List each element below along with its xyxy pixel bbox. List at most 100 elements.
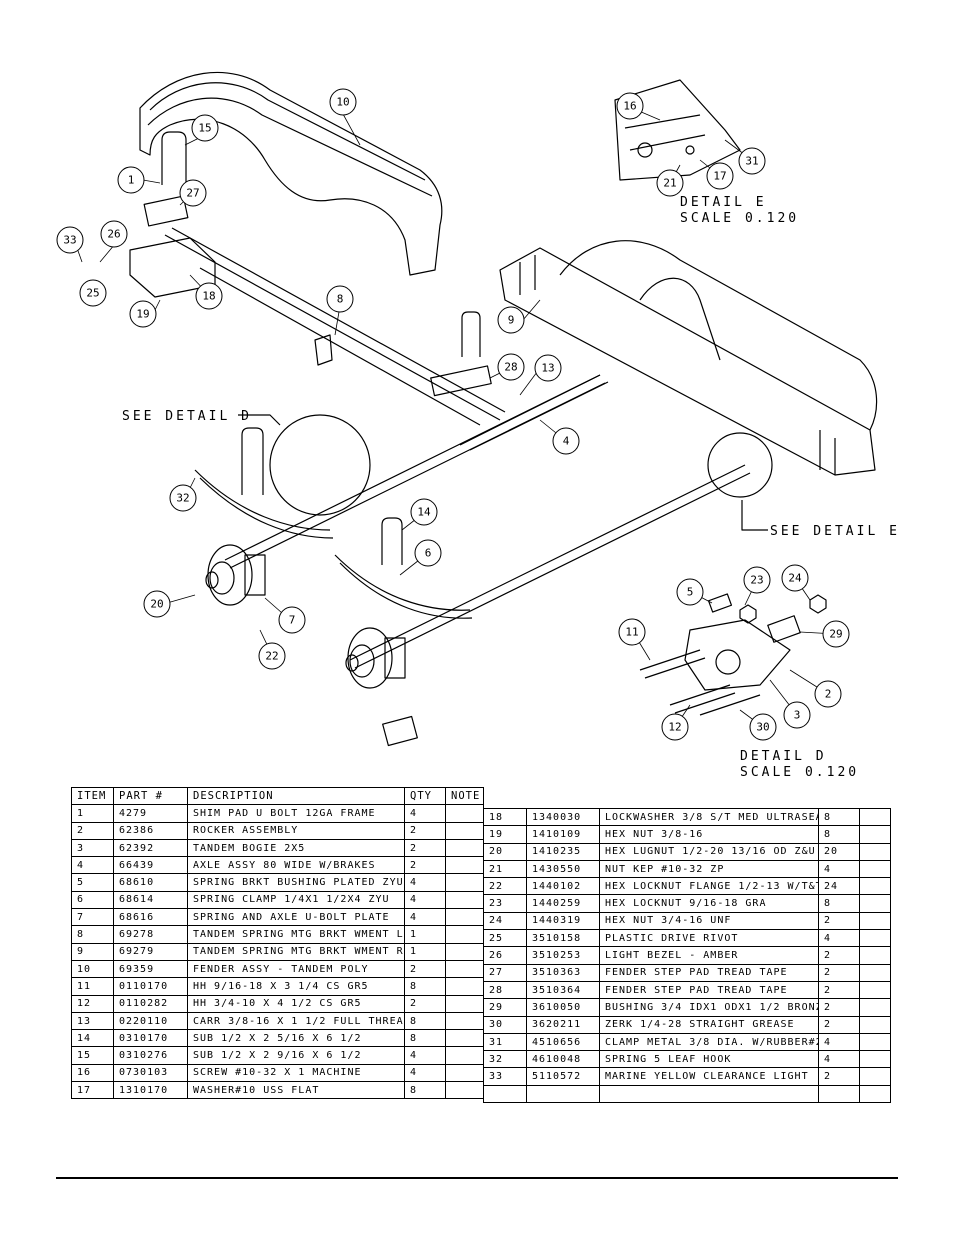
callout-number: 4 bbox=[563, 435, 570, 448]
cell-note bbox=[445, 942, 484, 961]
cell-note bbox=[445, 856, 484, 875]
callout-circle bbox=[618, 618, 646, 646]
callout-circle bbox=[79, 279, 107, 307]
cell-item: 17 bbox=[71, 1081, 114, 1100]
cell-qty: 1 bbox=[404, 942, 446, 961]
detail-d-title: DETAIL D bbox=[740, 749, 827, 764]
cell-description: TANDEM SPRING MTG BRKT WMENT RIGHT bbox=[187, 942, 405, 961]
cell-part-number: 3510364 bbox=[526, 980, 600, 1000]
cell-item: 3 bbox=[71, 838, 114, 858]
fender-right bbox=[499, 240, 878, 476]
callout-31: 31 bbox=[738, 147, 766, 175]
callout-number: 18 bbox=[202, 290, 215, 303]
cell-description: NUT KEP #10-32 ZP bbox=[599, 859, 819, 879]
callout-circle bbox=[497, 306, 525, 334]
cell-item: 27 bbox=[483, 963, 527, 982]
cell-qty: 2 bbox=[404, 994, 446, 1013]
cell-part-number: 1410109 bbox=[526, 825, 600, 844]
cell-item: 29 bbox=[483, 998, 527, 1017]
cell-item: 25 bbox=[483, 929, 527, 948]
cell-note bbox=[859, 998, 891, 1017]
cell-description: HEX NUT 3/8-16 bbox=[599, 825, 819, 844]
cell-part-number: 1340030 bbox=[526, 807, 600, 827]
cell-note bbox=[859, 807, 891, 827]
callout-8: 8 bbox=[326, 285, 354, 313]
cell-description: FENDER STEP PAD TREAD TAPE bbox=[599, 963, 819, 982]
cell-qty: 8 bbox=[818, 825, 860, 844]
see-detail-e-label: SEE DETAIL E bbox=[770, 524, 900, 539]
callout-29: 29 bbox=[822, 620, 850, 648]
cell-qty bbox=[818, 1084, 860, 1104]
callout-number: 21 bbox=[663, 177, 676, 190]
cell-qty: 4 bbox=[404, 873, 446, 892]
cell-qty: 2 bbox=[818, 963, 860, 982]
callout-number: 8 bbox=[337, 293, 344, 306]
cell-description: SPRING BRKT BUSHING PLATED ZYU bbox=[187, 873, 405, 892]
cell-part-number: 68614 bbox=[113, 890, 188, 910]
callout-7: 7 bbox=[278, 606, 306, 634]
cell-description: HEX LOCKNUT 9/16-18 GRA bbox=[599, 894, 819, 913]
cell-note bbox=[859, 929, 891, 948]
cell-qty: 4 bbox=[818, 859, 860, 879]
callout-number: 3 bbox=[794, 709, 801, 722]
cell-note bbox=[445, 994, 484, 1013]
see-detail-d-label: SEE DETAIL D bbox=[122, 409, 252, 424]
cell-part-number: 0310170 bbox=[113, 1029, 188, 1048]
cell-note bbox=[859, 825, 891, 844]
cell-note bbox=[445, 1029, 484, 1048]
col-part-header: PART # bbox=[113, 786, 188, 806]
cell-description: LOCKWASHER 3/8 S/T MED ULTRASEAL bbox=[599, 807, 819, 827]
beam-8 bbox=[164, 227, 506, 426]
callout-circle bbox=[414, 539, 442, 567]
cell-item bbox=[483, 1084, 527, 1104]
callout-circle bbox=[616, 92, 644, 120]
cell-description: CLAMP METAL 3/8 DIA. W/RUBBER#25106 bbox=[599, 1032, 819, 1052]
callout-9: 9 bbox=[497, 306, 525, 334]
callout-27: 27 bbox=[179, 179, 207, 207]
callout-number: 14 bbox=[417, 506, 431, 519]
callout-number: 9 bbox=[508, 314, 515, 327]
callout-20: 20 bbox=[143, 590, 171, 618]
cell-note bbox=[859, 859, 891, 879]
callout-circle bbox=[169, 484, 197, 512]
callout-16: 16 bbox=[616, 92, 644, 120]
cell-item: 12 bbox=[71, 994, 114, 1013]
cell-qty: 24 bbox=[818, 877, 860, 896]
cell-qty: 4 bbox=[404, 1063, 446, 1083]
callout-circle bbox=[326, 285, 354, 313]
cell-description: PLASTIC DRIVE RIVOT bbox=[599, 929, 819, 948]
callout-circle bbox=[497, 353, 525, 381]
cell-note bbox=[445, 1063, 484, 1083]
callout-circle bbox=[783, 701, 811, 729]
cell-part-number: 1440319 bbox=[526, 911, 600, 931]
callout-number: 28 bbox=[504, 361, 517, 374]
cell-description: FENDER ASSY - TANDEM POLY bbox=[187, 959, 405, 979]
cell-note bbox=[445, 838, 484, 858]
cell-part-number: 69279 bbox=[113, 942, 188, 961]
callout-number: 31 bbox=[745, 155, 758, 168]
cell-part-number: 68610 bbox=[113, 873, 188, 892]
fender-left bbox=[139, 71, 443, 276]
callout-26: 26 bbox=[100, 220, 128, 248]
cell-description: SPRING 5 LEAF HOOK bbox=[599, 1050, 819, 1069]
cell-note bbox=[445, 977, 484, 996]
callout-circle bbox=[179, 179, 207, 207]
callout-number: 33 bbox=[63, 234, 76, 247]
cell-part-number: 1430550 bbox=[526, 859, 600, 879]
cell-item: 6 bbox=[71, 890, 114, 910]
cell-qty: 2 bbox=[818, 980, 860, 1000]
cell-description: CARR 3/8-16 X 1 1/2 FULL THREAD GR5 bbox=[187, 1011, 405, 1031]
spring-lower bbox=[334, 554, 473, 619]
cell-item: 14 bbox=[71, 1029, 114, 1048]
detail-d-drawing bbox=[639, 593, 827, 716]
callout-number: 27 bbox=[186, 187, 199, 200]
callout-circle bbox=[661, 713, 689, 741]
callout-number: 16 bbox=[623, 100, 636, 113]
